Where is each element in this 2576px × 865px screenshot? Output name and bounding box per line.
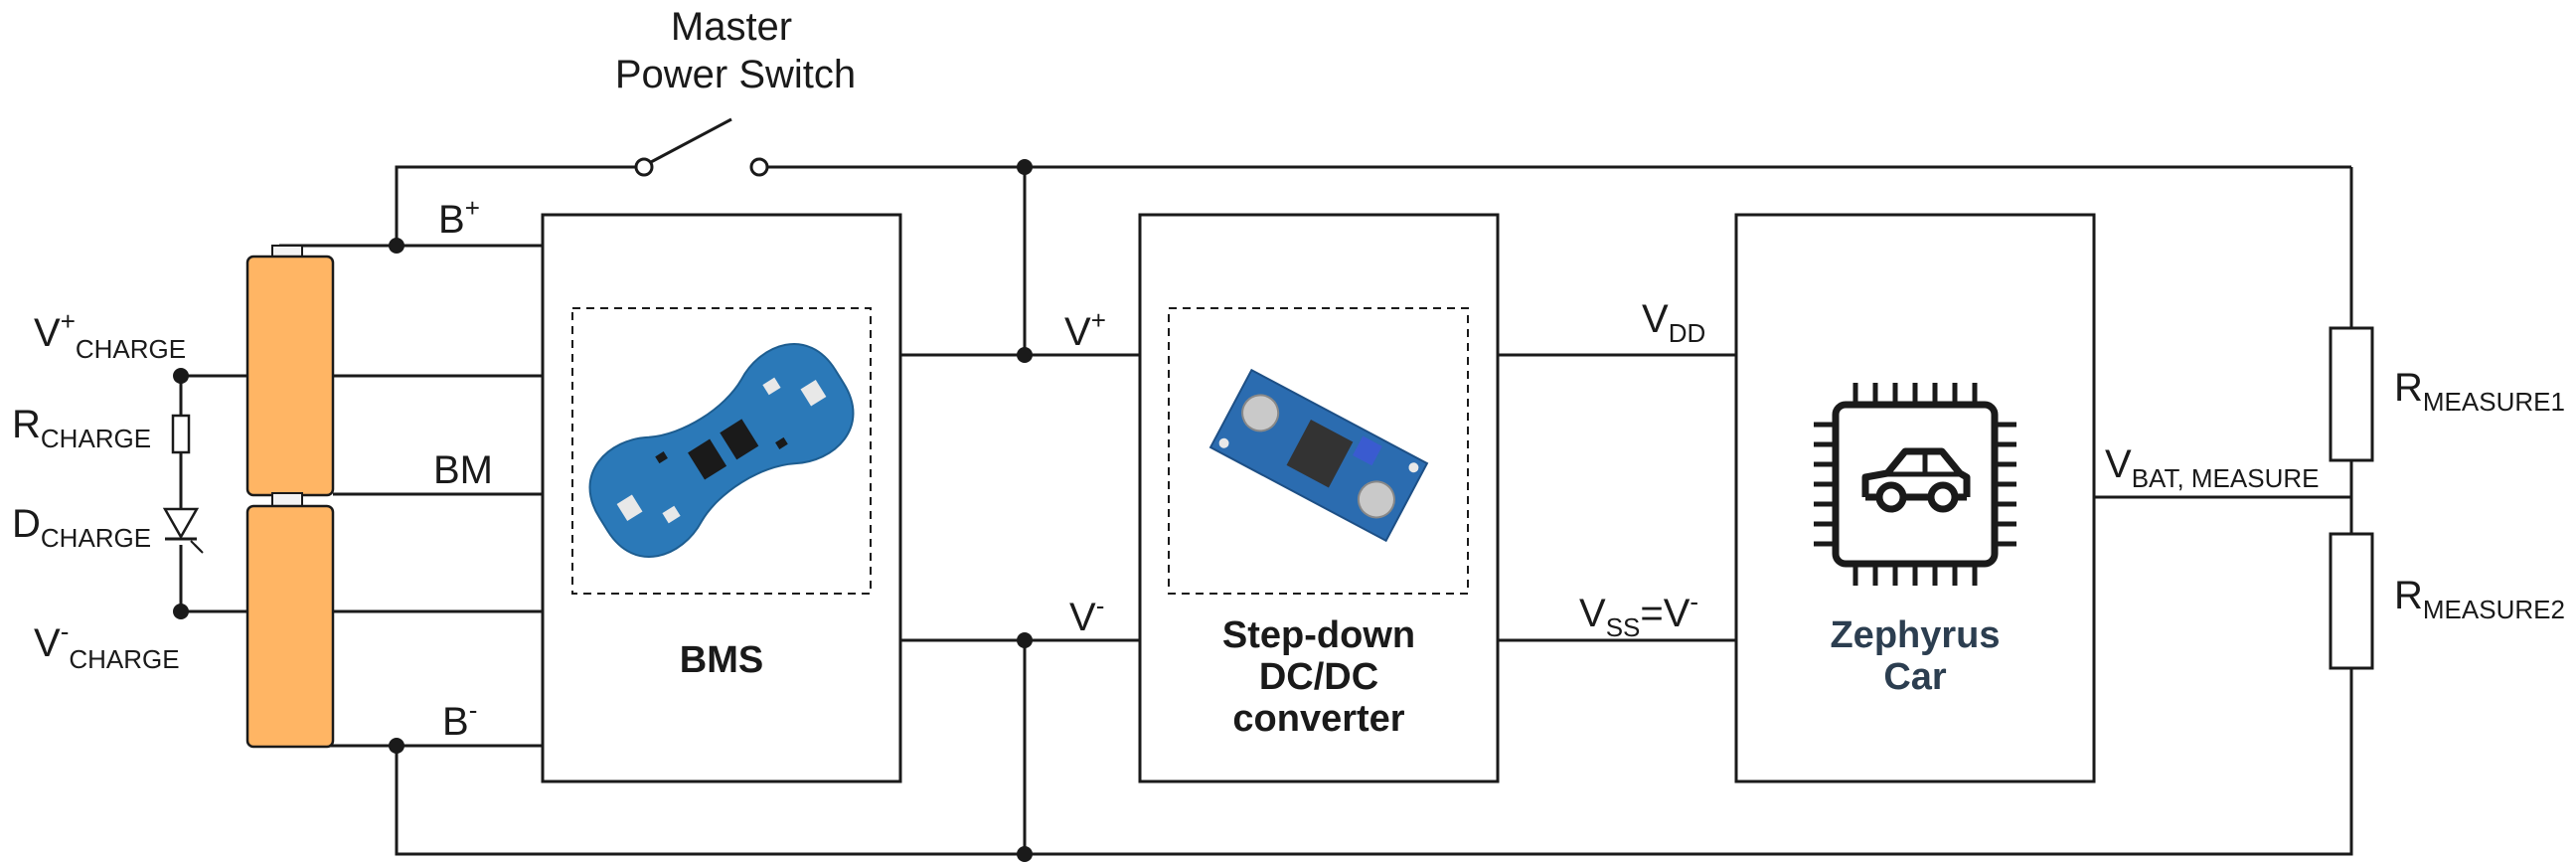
- label-b-minus: B-: [442, 695, 477, 744]
- master-switch-label-line2: Power Switch: [615, 53, 856, 96]
- label-v-minus: V-: [1069, 591, 1104, 639]
- master-switch-label-line1: Master: [671, 5, 792, 49]
- label-vdd: VDD: [1642, 297, 1705, 348]
- r-charge-resistor: [171, 414, 191, 454]
- label-d-charge: DCHARGE: [12, 502, 151, 553]
- label-vbat-measure: VBAT, MEASURE: [2105, 442, 2319, 493]
- junction-nodes: [173, 159, 1033, 862]
- label-r-measure2: RMEASURE2: [2394, 574, 2565, 624]
- converter-title-line1: Step-down: [1222, 614, 1415, 656]
- d-charge-led-icon: [162, 507, 204, 554]
- label-r-measure1: RMEASURE1: [2394, 366, 2565, 417]
- master-switch[interactable]: [634, 117, 769, 177]
- bms-title: BMS: [680, 639, 763, 681]
- label-v-plus: V+: [1064, 305, 1106, 354]
- r-measure2-resistor: [2329, 532, 2374, 670]
- label-v-plus-charge: V+CHARGE: [34, 306, 186, 364]
- label-vss: VSS=V-: [1579, 587, 1698, 642]
- converter-title-line3: converter: [1232, 698, 1404, 740]
- r-measure1-resistor: [2329, 326, 2374, 462]
- car-title-line2: Car: [1883, 656, 1947, 698]
- bms-board-icon: [588, 343, 855, 558]
- label-b-plus: B+: [438, 193, 480, 242]
- car-chip-icon: [1814, 383, 2016, 586]
- converter-board-icon: [1208, 368, 1429, 543]
- battery-cell-icon: [245, 245, 335, 749]
- car-title-line1: Zephyrus: [1830, 614, 2000, 656]
- label-v-minus-charge: V-CHARGE: [34, 616, 180, 674]
- converter-title-line2: DC/DC: [1259, 656, 1378, 698]
- label-bm: BM: [433, 448, 493, 492]
- label-r-charge: RCHARGE: [12, 403, 151, 453]
